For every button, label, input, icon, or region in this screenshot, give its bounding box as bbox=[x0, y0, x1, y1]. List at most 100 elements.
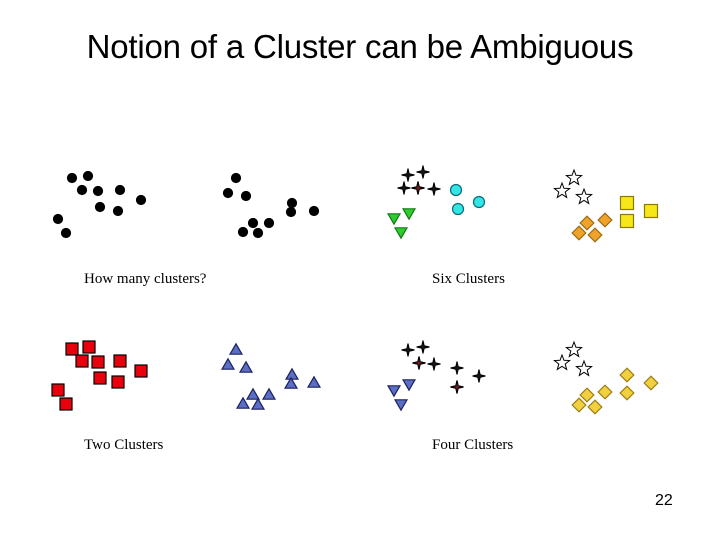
data-point-diamond bbox=[643, 375, 659, 391]
data-point-triangle-up bbox=[284, 367, 300, 380]
data-point-square bbox=[93, 371, 107, 385]
cluster-panel-two-clusters bbox=[51, 340, 322, 411]
caption-how-many-clusters: How many clusters? bbox=[84, 271, 207, 287]
series-star-group-a-accent bbox=[411, 181, 425, 195]
data-point-square bbox=[643, 203, 659, 219]
data-point-star4 bbox=[416, 165, 430, 179]
series-circle-cyan bbox=[449, 183, 486, 216]
data-point-circle bbox=[112, 205, 124, 217]
series-square-yellow bbox=[619, 195, 659, 229]
data-point-star4 bbox=[411, 181, 425, 195]
cluster-panel-four-clusters bbox=[386, 340, 659, 415]
series-star-white bbox=[553, 168, 593, 205]
series-star-group-dark bbox=[401, 340, 486, 394]
data-point-star5 bbox=[575, 187, 593, 205]
data-point-star5 bbox=[575, 359, 593, 377]
data-point-square bbox=[65, 342, 79, 356]
data-point-star4 bbox=[450, 361, 464, 375]
data-point-square bbox=[51, 383, 65, 397]
data-point-triangle-down bbox=[386, 385, 402, 398]
data-point-triangle-up bbox=[228, 342, 244, 355]
data-point-diamond bbox=[619, 385, 635, 401]
data-point-circle bbox=[237, 226, 249, 238]
data-point-circle bbox=[66, 172, 78, 184]
data-point-star4 bbox=[416, 340, 430, 354]
data-point-triangle-up bbox=[306, 375, 322, 388]
data-point-circle bbox=[60, 227, 72, 239]
data-point-square bbox=[59, 397, 73, 411]
data-point-triangle-down bbox=[393, 399, 409, 412]
series-star-group-maroon bbox=[412, 356, 464, 394]
data-point-star5 bbox=[553, 181, 571, 199]
data-point-circle bbox=[76, 184, 88, 196]
data-point-square bbox=[75, 354, 89, 368]
data-point-square bbox=[111, 375, 125, 389]
caption-four-clusters: Four Clusters bbox=[432, 437, 514, 453]
series-star-white-lower bbox=[553, 340, 593, 377]
data-point-triangle-down bbox=[401, 208, 417, 221]
data-point-circle bbox=[263, 217, 275, 229]
data-point-triangle-up bbox=[250, 397, 266, 410]
data-point-star4 bbox=[401, 343, 415, 357]
data-point-triangle-down bbox=[386, 213, 402, 226]
data-point-diamond bbox=[587, 227, 603, 243]
data-point-diamond bbox=[597, 384, 613, 400]
data-point-square bbox=[113, 354, 127, 368]
data-point-circle bbox=[308, 205, 320, 217]
page-number: 22 bbox=[655, 492, 673, 509]
data-point-circle bbox=[240, 190, 252, 202]
data-point-circle bbox=[285, 206, 297, 218]
data-point-triangle-up bbox=[283, 376, 299, 389]
data-point-circle bbox=[94, 201, 106, 213]
data-point-triangle-up bbox=[220, 357, 236, 370]
series-triangle-up-blue bbox=[220, 342, 322, 410]
data-point-circle bbox=[252, 227, 264, 239]
data-point-diamond bbox=[597, 212, 613, 228]
caption-two-clusters: Two Clusters bbox=[84, 437, 164, 453]
data-point-triangle-down bbox=[393, 227, 409, 240]
cluster-panel-how-many-clusters bbox=[52, 170, 320, 239]
data-point-circle bbox=[52, 213, 64, 225]
data-point-star4 bbox=[397, 181, 411, 195]
series-diamond-orange bbox=[571, 212, 613, 243]
data-point-star4 bbox=[427, 357, 441, 371]
series-triangle-down-green bbox=[386, 208, 417, 240]
data-point-circle bbox=[222, 187, 234, 199]
series-triangle-down-blue bbox=[386, 379, 417, 412]
data-point-circle bbox=[247, 217, 259, 229]
data-point-circle bbox=[451, 202, 465, 216]
data-point-triangle-up bbox=[235, 396, 251, 409]
data-point-star4 bbox=[450, 380, 464, 394]
data-point-diamond bbox=[619, 367, 635, 383]
data-point-circle bbox=[286, 197, 298, 209]
data-point-diamond bbox=[579, 387, 595, 403]
data-point-square bbox=[619, 195, 635, 211]
data-point-square bbox=[91, 355, 105, 369]
data-point-square bbox=[619, 213, 635, 229]
page-title: Notion of a Cluster can be Ambiguous bbox=[86, 28, 634, 65]
data-point-star4 bbox=[472, 369, 486, 383]
data-point-diamond bbox=[571, 397, 587, 413]
caption-six-clusters: Six Clusters bbox=[432, 271, 505, 287]
data-point-circle bbox=[92, 185, 104, 197]
series-diamond-gold bbox=[571, 367, 659, 415]
data-point-circle bbox=[82, 170, 94, 182]
data-point-star5 bbox=[565, 168, 583, 186]
data-point-square bbox=[134, 364, 148, 378]
data-point-triangle-up bbox=[261, 387, 277, 400]
data-point-circle bbox=[472, 195, 486, 209]
data-point-star4 bbox=[401, 168, 415, 182]
data-point-square bbox=[82, 340, 96, 354]
data-point-circle bbox=[449, 183, 463, 197]
data-point-diamond bbox=[571, 225, 587, 241]
data-point-star4 bbox=[427, 182, 441, 196]
data-point-star5 bbox=[553, 353, 571, 371]
data-point-diamond bbox=[579, 215, 595, 231]
data-point-triangle-up bbox=[238, 360, 254, 373]
data-point-triangle-down bbox=[401, 379, 417, 392]
cluster-panel-six-clusters bbox=[386, 165, 659, 243]
data-point-circle bbox=[230, 172, 242, 184]
series-square-red bbox=[51, 340, 148, 411]
